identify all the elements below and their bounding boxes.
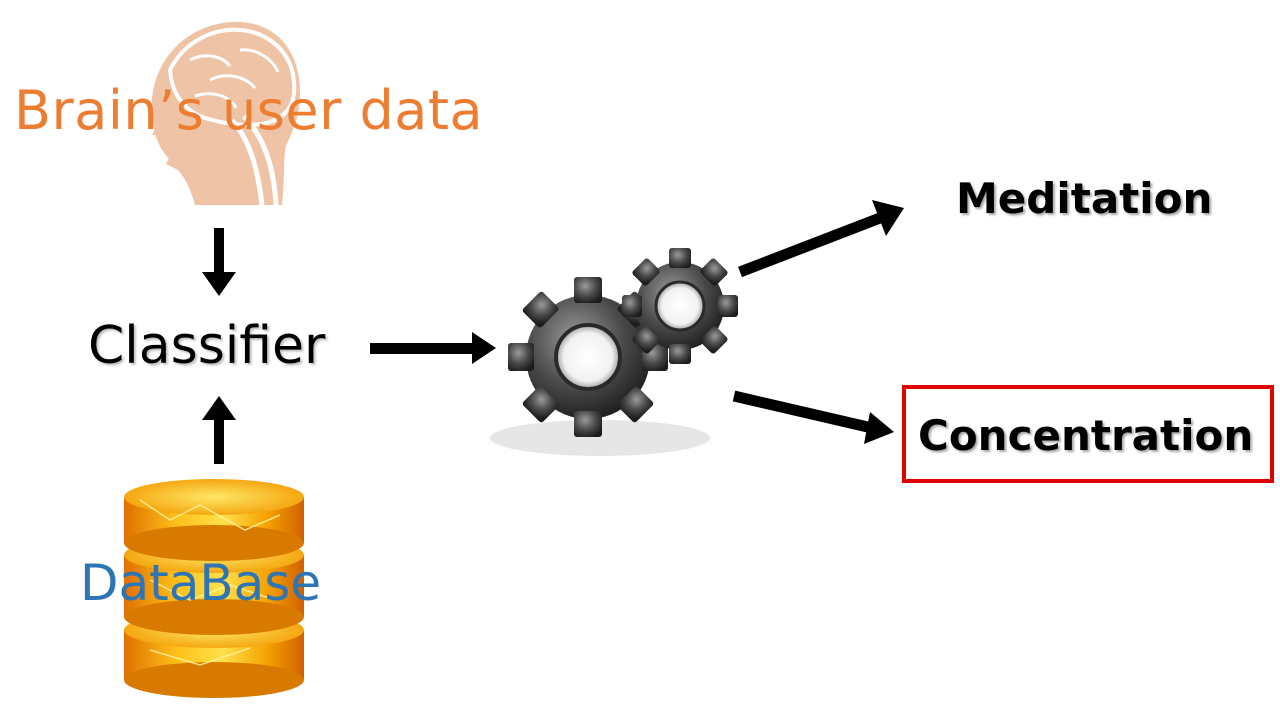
concentration-label: Concentration bbox=[918, 411, 1254, 460]
classifier-label: Classifier bbox=[88, 316, 326, 376]
arrow-classifier-to-gears bbox=[370, 332, 496, 364]
arrow-gears-to-meditation bbox=[738, 200, 904, 278]
arrow-brain-to-classifier bbox=[202, 228, 236, 296]
arrow-gears-to-concentration bbox=[732, 390, 894, 444]
brain-user-data-label: Brain’s user data bbox=[14, 79, 484, 142]
database-cylinder-icon bbox=[124, 479, 304, 698]
head-brain-icon bbox=[151, 21, 300, 206]
concentration-highlight-box bbox=[902, 385, 1274, 483]
database-label: DataBase bbox=[80, 554, 322, 612]
arrow-database-to-classifier bbox=[202, 396, 236, 464]
meditation-label: Meditation bbox=[956, 174, 1213, 223]
gears-icon bbox=[490, 248, 738, 456]
